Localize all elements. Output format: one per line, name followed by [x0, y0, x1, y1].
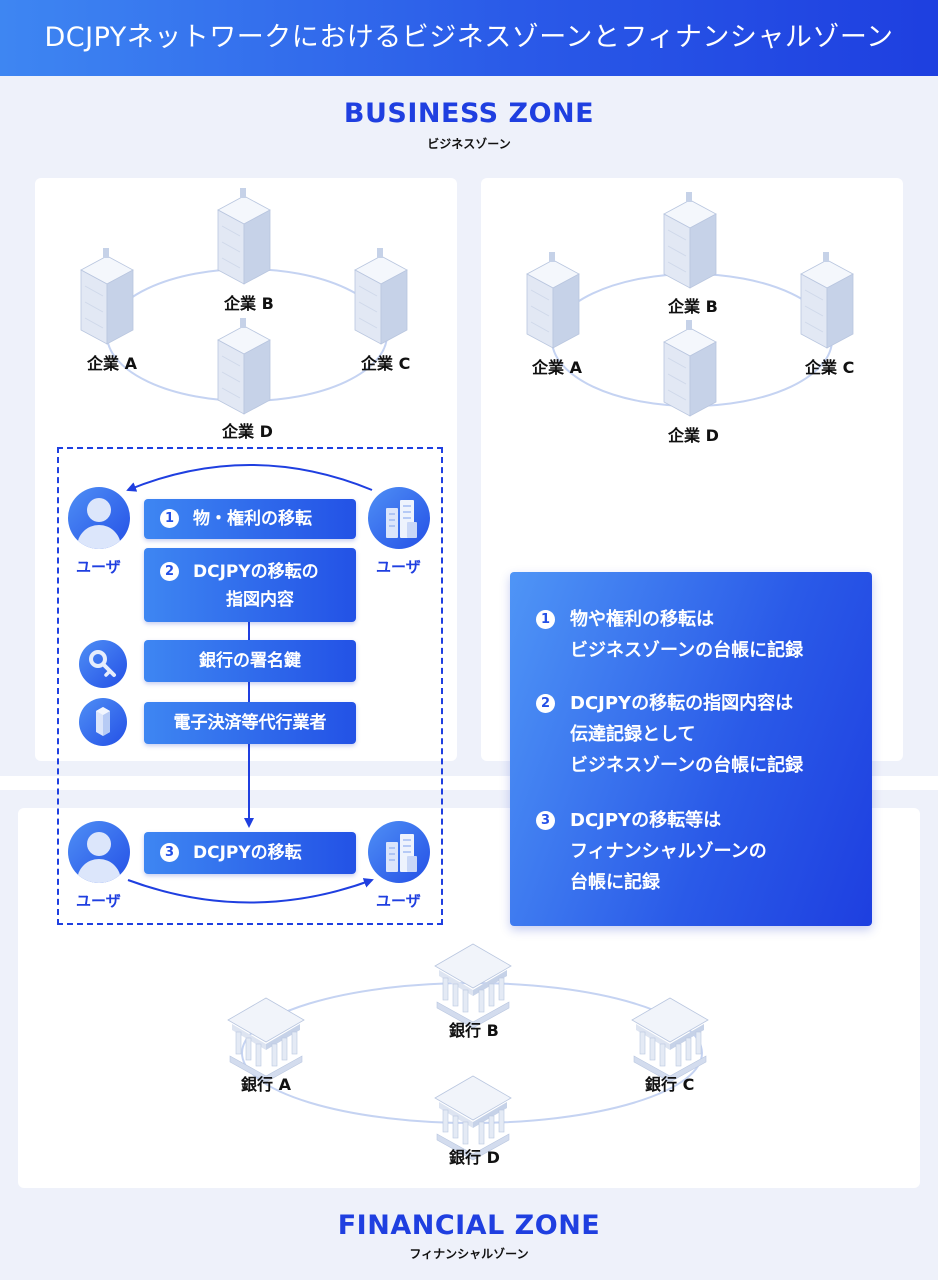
building-icon: [663, 319, 717, 417]
building-icon: [217, 317, 271, 415]
note-number: 2: [536, 694, 555, 713]
company-label-d: 企業 D: [222, 422, 273, 441]
building-icon: [354, 247, 408, 345]
explanation-box: 1 物や権利の移転は ビジネスゾーンの台帳に記録 2 DCJPYの移転の指図内容…: [510, 572, 872, 926]
company-icon: [368, 487, 430, 549]
business-zone-subtitle: ビジネスゾーン: [427, 137, 511, 151]
step-label: 物・権利の移転: [193, 509, 312, 529]
building-icon: [79, 698, 127, 746]
arrow-icon: [127, 878, 374, 904]
step-number: 2: [160, 562, 179, 581]
company-label-c: 企業 C: [805, 358, 855, 377]
payment-agent: 電子決済等代行業者: [144, 702, 356, 744]
step-label-line1: DCJPYの移転の: [193, 562, 319, 582]
user-label: ユーザ: [376, 892, 421, 910]
company-label-c: 企業 C: [361, 354, 411, 373]
note-number: 1: [536, 610, 555, 629]
user-label: ユーザ: [76, 892, 121, 910]
company-icon: [368, 821, 430, 883]
note-line: 物や権利の移転は: [570, 609, 714, 630]
company-label-a: 企業 A: [87, 354, 137, 373]
bank-label-c: 銀行 C: [645, 1075, 695, 1094]
note-number: 3: [536, 811, 555, 830]
note-line: DCJPYの移転等は: [570, 810, 722, 831]
note-line: フィナンシャルゾーンの: [570, 841, 767, 862]
note-line: DCJPYの移転の指図内容は: [570, 693, 794, 714]
user-icon: [68, 821, 130, 883]
page-title: DCJPYネットワークにおけるビジネスゾーンとフィナンシャルゾーン: [0, 0, 938, 76]
company-label-b: 企業 B: [668, 297, 718, 316]
step-label-line2: 指図内容: [226, 590, 294, 610]
note-line: ビジネスゾーンの台帳に記録: [570, 640, 804, 661]
step-label: DCJPYの移転: [193, 843, 302, 863]
note-line: 台帳に記録: [570, 872, 660, 893]
bank-signing-key: 銀行の署名鍵: [144, 640, 356, 682]
arrow-icon: [126, 464, 373, 492]
transfer-flow-box: [57, 447, 443, 925]
bank-label-b: 銀行 B: [449, 1021, 499, 1040]
note-line: 伝達記録として: [570, 724, 696, 745]
note-line: ビジネスゾーンの台帳に記録: [570, 755, 804, 776]
user-label: ユーザ: [376, 558, 421, 576]
step-3-dcjpy-transfer: 3 DCJPYの移転: [144, 832, 356, 874]
step-2-transfer-instruction: 2 DCJPYの移転の 指図内容: [144, 548, 356, 622]
step-number: 3: [160, 843, 179, 862]
step-1-transfer-goods: 1 物・権利の移転: [144, 499, 356, 539]
financial-zone-title: FINANCIAL ZONE: [337, 1210, 601, 1241]
bank-label-d: 銀行 D: [449, 1148, 500, 1167]
user-label: ユーザ: [76, 558, 121, 576]
bank-label-a: 銀行 A: [241, 1075, 291, 1094]
company-label-b: 企業 B: [224, 294, 274, 313]
building-icon: [800, 251, 854, 349]
business-zone-title: BUSINESS ZONE: [343, 98, 595, 129]
building-icon: [526, 251, 580, 349]
bank-icon: [434, 943, 512, 1029]
step-number: 1: [160, 509, 179, 528]
bank-icon: [227, 997, 305, 1083]
building-icon: [80, 247, 134, 345]
user-icon: [68, 487, 130, 549]
company-label-d: 企業 D: [668, 426, 719, 445]
key-icon: [79, 640, 127, 688]
building-icon: [217, 187, 271, 285]
building-icon: [663, 191, 717, 289]
company-label-a: 企業 A: [532, 358, 582, 377]
financial-zone-subtitle: フィナンシャルゾーン: [409, 1247, 529, 1261]
